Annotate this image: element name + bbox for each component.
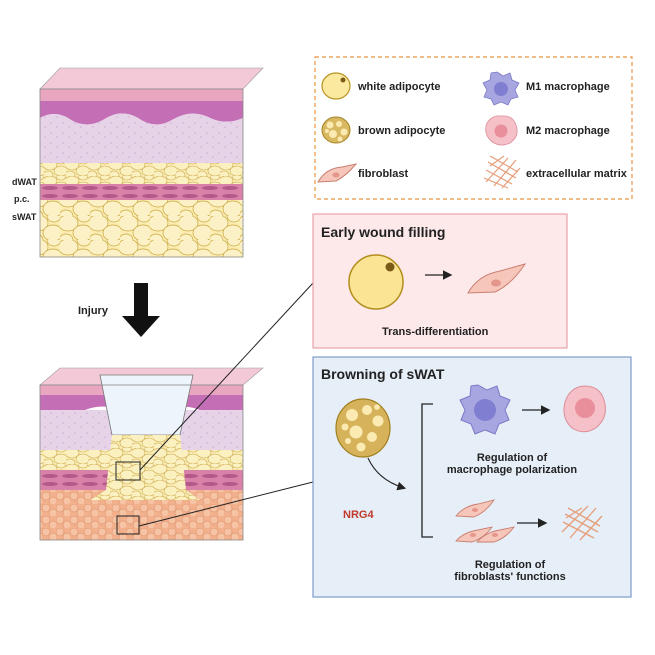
legend-label-white-adipocyte: white adipocyte xyxy=(358,81,441,93)
m1-macrophage-large-icon xyxy=(459,384,511,435)
white-adipocyte-large-icon xyxy=(348,254,404,310)
fibroblast-caption-line-2: fibroblasts' functions xyxy=(454,571,566,583)
wound-fat-filling xyxy=(90,435,200,500)
m1-macrophage-icon xyxy=(482,71,520,106)
effects-bracket xyxy=(421,403,433,538)
brown-adipocyte-large-icon xyxy=(335,398,391,458)
papillary-dermis xyxy=(40,101,243,125)
macrophage-caption-line-2: macrophage polarization xyxy=(446,464,578,476)
injury-arrow xyxy=(122,283,160,337)
fibroblast-caption: Regulation of fibroblasts' functions xyxy=(440,559,580,583)
legend-label-brown-adipocyte: brown adipocyte xyxy=(358,125,446,137)
legend-label-fibroblast: fibroblast xyxy=(358,168,409,180)
fibroblast-group-icon xyxy=(455,499,516,543)
panniculus-carnosus xyxy=(40,184,243,200)
legend-label-m2-macrophage: M2 macrophage xyxy=(526,125,610,137)
injured-block-border xyxy=(39,384,244,541)
zoom-box-dwat xyxy=(115,461,141,481)
injured-skin-block xyxy=(39,367,264,541)
dwat-layer xyxy=(40,163,243,184)
legend-label-m1-macrophage: M1 macrophage xyxy=(526,81,610,93)
ecm-large-icon xyxy=(561,505,603,541)
browning-title: Browning of sWAT xyxy=(321,366,445,382)
epidermis xyxy=(40,89,243,101)
m2-macrophage-icon xyxy=(485,115,518,146)
normal-skin-block xyxy=(39,67,264,258)
wound-gap xyxy=(99,374,194,436)
macrophage-caption-line-1: Regulation of xyxy=(476,452,548,464)
skin-block-border xyxy=(39,88,244,258)
connector-line-browning xyxy=(138,481,314,527)
trans-differentiation-caption: Trans-differentiation xyxy=(382,326,489,338)
legend-box xyxy=(314,56,633,200)
macrophage-caption: Regulation of macrophage polarization xyxy=(437,452,587,476)
fibroblast-icon xyxy=(317,163,358,183)
nrg4-label: NRG4 xyxy=(343,509,374,521)
skin-top-face xyxy=(39,67,264,90)
brown-adipocyte-icon xyxy=(321,116,351,144)
white-adipocyte-icon xyxy=(321,72,351,100)
swat-layer xyxy=(40,200,243,257)
fibroblast-caption-line-1: Regulation of xyxy=(474,559,546,571)
zoom-box-swat xyxy=(116,515,140,535)
fibroblast-large-icon xyxy=(467,263,527,294)
injury-label: Injury xyxy=(78,305,108,317)
dwat-label: dWAT xyxy=(12,177,37,187)
early-wound-title: Early wound filling xyxy=(321,224,446,240)
nrg4-arrow xyxy=(367,457,407,491)
connector-line-early xyxy=(139,282,314,471)
swat-label: sWAT xyxy=(12,212,37,222)
reticular-dermis xyxy=(40,113,243,167)
pc-label: p.c. xyxy=(14,194,30,204)
m2-macrophage-large-icon xyxy=(563,385,606,433)
legend-label-extracellular-matrix: extracellular matrix xyxy=(526,168,627,180)
extracellular-matrix-icon xyxy=(483,155,521,189)
